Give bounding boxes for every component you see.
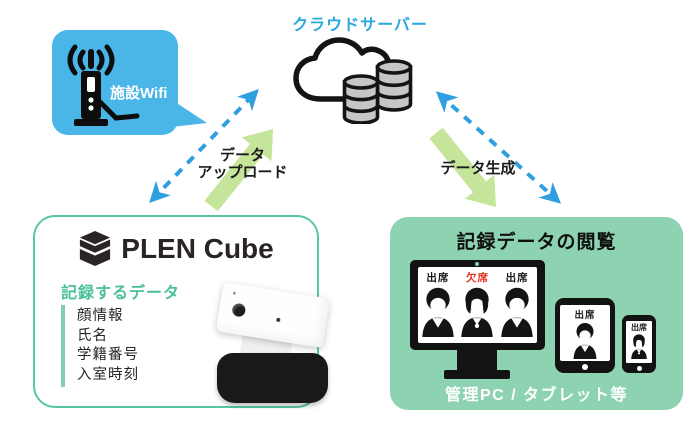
monitor-icon: 出席 欠席 出席 bbox=[410, 260, 545, 379]
view-panel-title: 記録データの閲覧 bbox=[456, 232, 617, 253]
attendance-status: 出席 bbox=[631, 323, 647, 332]
recorded-data-item: 顔情報 bbox=[77, 308, 124, 324]
phone-home-button bbox=[637, 366, 642, 371]
facility-wifi-bubble: 施設Wifi bbox=[52, 30, 178, 135]
view-panel-caption: 管理PC / タブレット等 bbox=[444, 387, 629, 404]
person-bust-icon bbox=[630, 333, 648, 359]
person-bust-icon bbox=[571, 321, 599, 359]
generate-flow-label: データ生成 bbox=[440, 160, 516, 177]
person-bust-icon bbox=[499, 285, 535, 337]
attendee-column: 出席 bbox=[499, 270, 535, 343]
upload-flow-label-line1: データ bbox=[219, 147, 265, 164]
upload-arrow bbox=[204, 129, 273, 212]
attendance-status: 出席 bbox=[505, 272, 529, 284]
facility-wifi-label: 施設Wifi bbox=[110, 85, 168, 102]
recorded-data-item: 学籍番号 bbox=[77, 347, 139, 363]
cloud-server-label: クラウドサーバー bbox=[292, 17, 428, 34]
monitor-stand-base bbox=[444, 370, 510, 379]
upload-flow-label-line2: アップロード bbox=[197, 163, 288, 181]
smartphone-icon: 出席 bbox=[622, 315, 656, 373]
attendance-status-absent: 欠席 bbox=[465, 272, 489, 284]
attendance-status: 出席 bbox=[426, 272, 450, 284]
data-view-panel: 記録データの閲覧 出席 欠席 出席 bbox=[390, 217, 683, 410]
tablet-screen: 出席 bbox=[560, 305, 610, 361]
monitor-camera-dot bbox=[475, 262, 479, 266]
plen-cube-logo-icon bbox=[80, 231, 111, 266]
device-mic-dot bbox=[276, 317, 281, 323]
recorded-data-item: 入室時刻 bbox=[77, 366, 139, 383]
plen-cube-logo-text: PLEN Cube bbox=[121, 233, 274, 264]
monitor-stand bbox=[457, 350, 497, 370]
attendee-column: 出席 bbox=[420, 270, 456, 343]
monitor-screen: 出席 欠席 出席 bbox=[418, 267, 537, 343]
plen-cloud-link-arrow bbox=[149, 89, 259, 203]
tablet-icon: 出席 bbox=[555, 298, 615, 373]
wifi-router-icon bbox=[67, 44, 140, 126]
generate-arrow bbox=[429, 127, 496, 207]
device-head bbox=[215, 281, 331, 349]
plen-cube-device-photo bbox=[177, 267, 337, 407]
upload-flow-label: データ アップロード bbox=[180, 147, 305, 182]
recorded-data-title: 記録するデータ bbox=[61, 285, 181, 302]
device-indicator-dot bbox=[232, 291, 237, 295]
attendee-column: 欠席 bbox=[459, 270, 495, 343]
device-camera-lens bbox=[231, 302, 247, 318]
recorded-data-list: 顔情報 氏名 学籍番号 入室時刻 bbox=[61, 305, 139, 387]
attendance-status: 出席 bbox=[574, 310, 596, 321]
person-bust-icon bbox=[420, 285, 456, 337]
device-base bbox=[217, 353, 328, 403]
person-bust-icon bbox=[459, 285, 495, 337]
plen-cube-panel: PLEN Cube 記録するデータ 顔情報 氏名 学籍番号 入室時刻 bbox=[33, 215, 331, 408]
cloud-database-icon bbox=[293, 37, 413, 124]
tablet-home-button bbox=[582, 364, 588, 370]
phone-screen: 出席 bbox=[626, 321, 652, 363]
plen-cube-logo: PLEN Cube bbox=[35, 230, 317, 268]
recorded-data-item: 氏名 bbox=[77, 327, 108, 344]
